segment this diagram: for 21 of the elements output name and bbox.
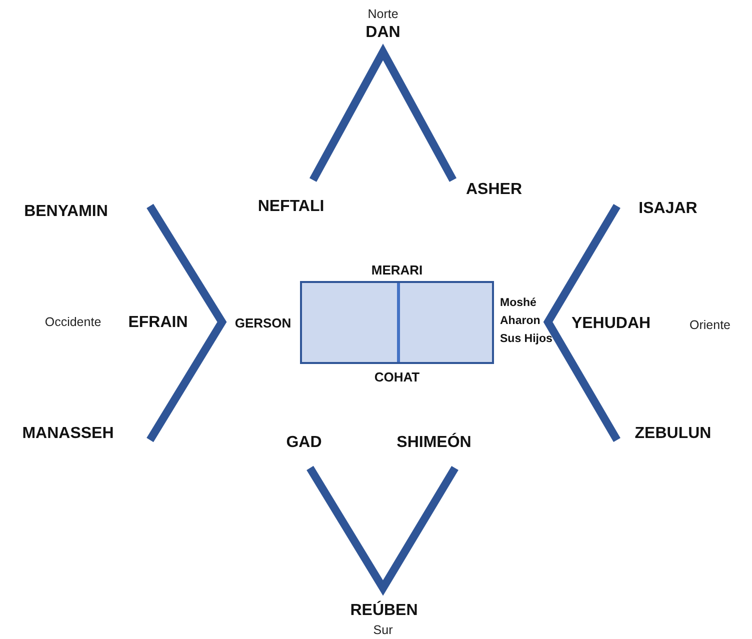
direction-label: Sur	[373, 623, 393, 637]
direction-label: Occidente	[44, 315, 102, 329]
clan-name: Moshé Aharon Sus Hijos	[500, 296, 554, 346]
clan-name: COHAT	[374, 370, 420, 384]
tribe-name: REÚBEN	[350, 602, 418, 620]
tribe-name: NEFTALI	[258, 198, 324, 216]
tribe-name: YEHUDAH	[571, 315, 651, 333]
tribe-name: ISAJAR	[638, 200, 698, 218]
tabernacle-box	[300, 281, 494, 364]
tribe-name: SHIMEÓN	[396, 434, 472, 452]
tribe-name: GAD	[286, 434, 322, 452]
direction-label: Oriente	[690, 318, 730, 332]
clan-name: MERARI	[371, 262, 423, 278]
tribe-name: ASHER	[466, 181, 522, 199]
clan-name: GERSON	[234, 315, 292, 330]
tribe-name: EFRAIN	[128, 314, 188, 332]
tribe-name: ZEBULUN	[634, 425, 712, 443]
tribe-name: MANASSEH	[22, 425, 114, 443]
direction-label: Norte	[368, 7, 398, 21]
tribe-name: BENYAMIN	[24, 203, 108, 221]
tribe-name: DAN	[366, 24, 400, 42]
